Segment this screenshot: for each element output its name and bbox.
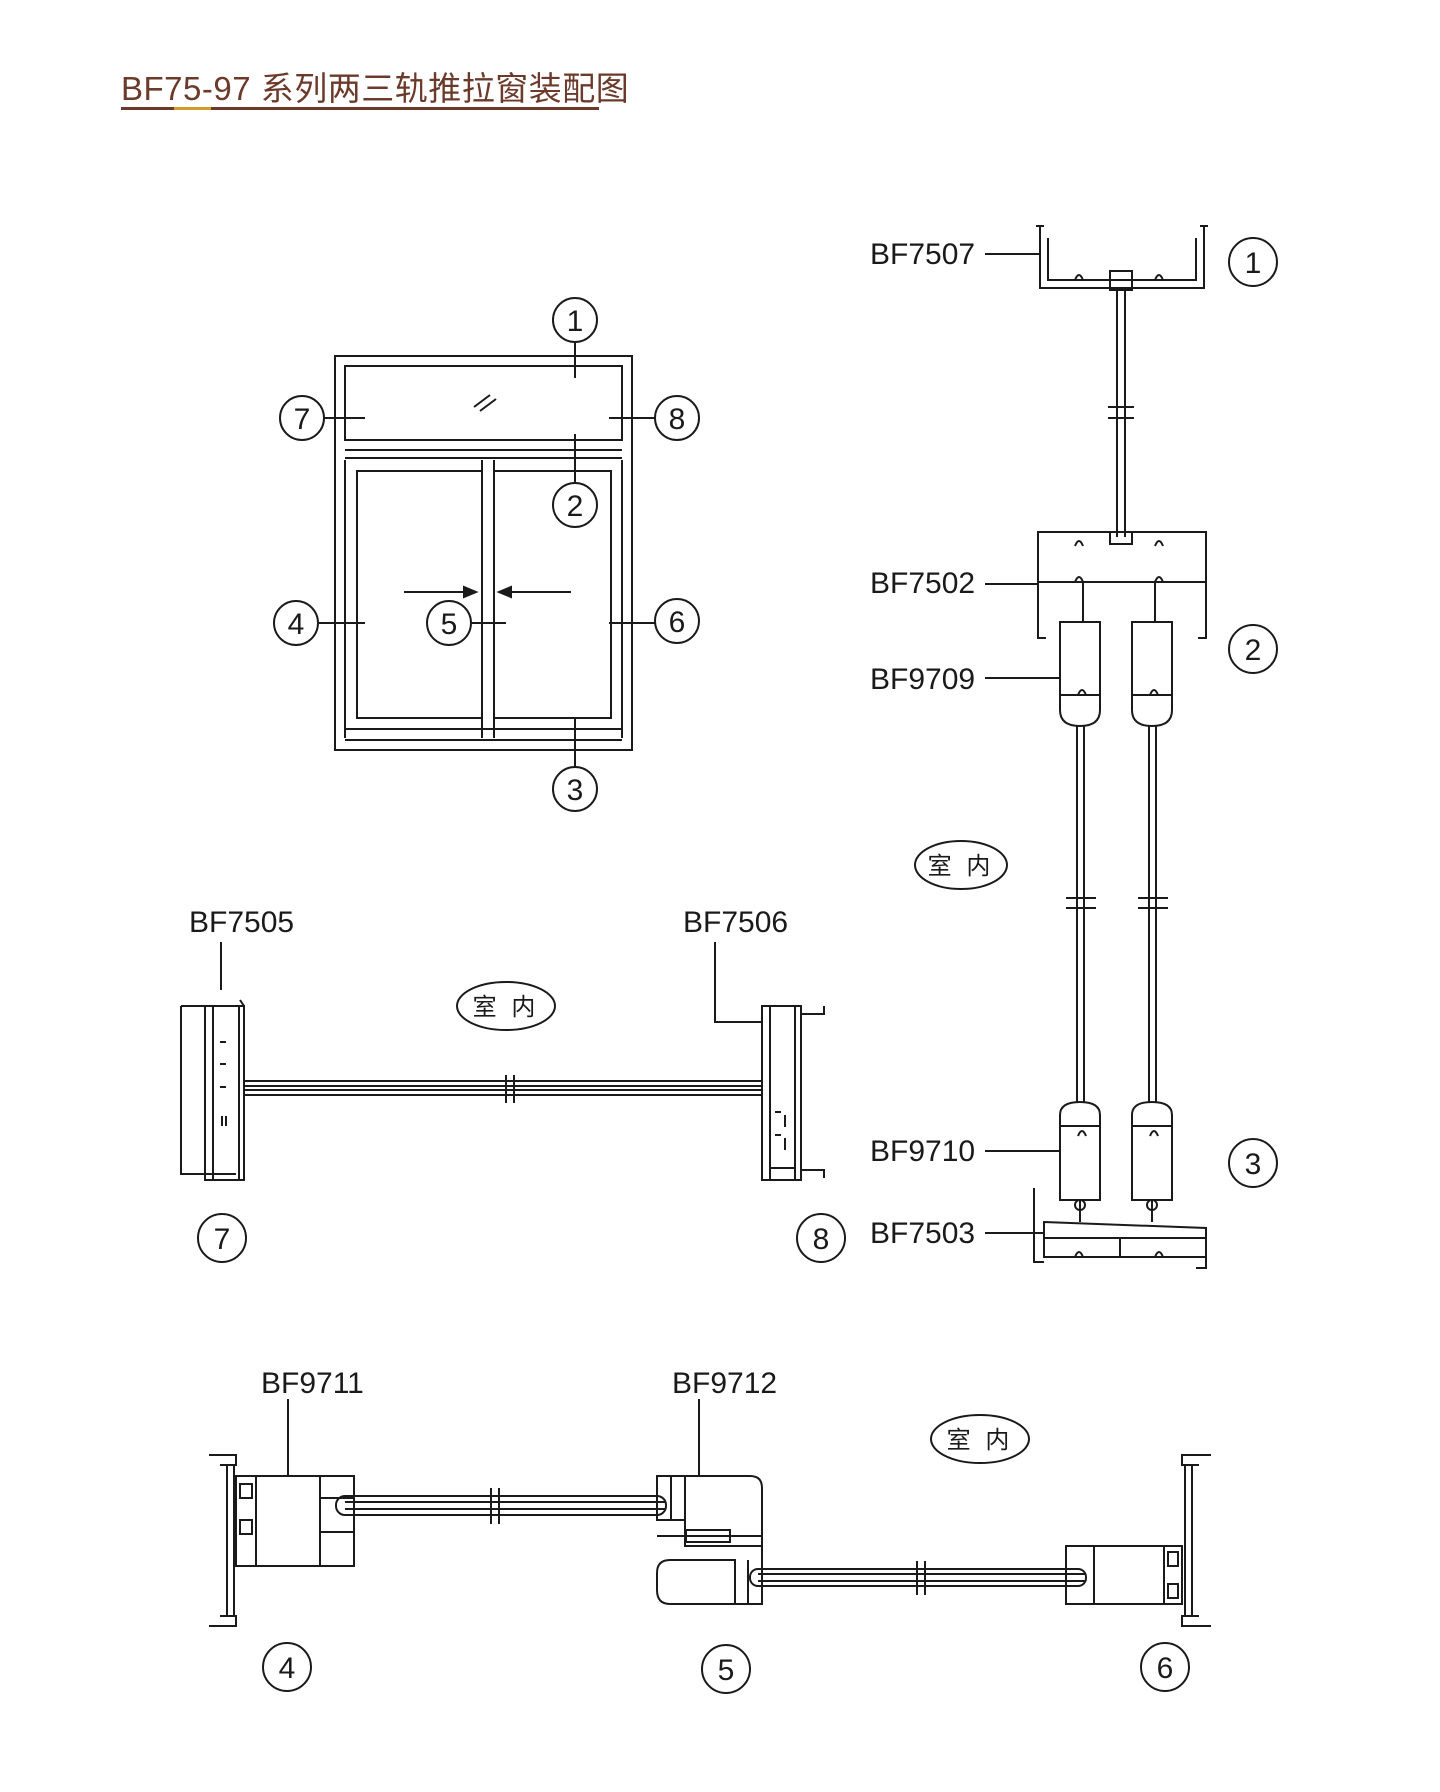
callout-6: 6 bbox=[669, 606, 686, 639]
horizontal-section bbox=[209, 1399, 1211, 1627]
room-label-vertical: 室 内 bbox=[928, 853, 995, 880]
label-bf9709: BF9709 bbox=[870, 663, 975, 696]
transom-sash bbox=[344, 365, 623, 441]
glass-hatch-icon bbox=[473, 394, 491, 408]
callout-5: 5 bbox=[441, 608, 458, 641]
profile-bf7502 bbox=[1037, 531, 1207, 639]
label-bf7502: BF7502 bbox=[870, 567, 975, 600]
profile-bf7503 bbox=[1033, 1188, 1207, 1269]
vertical-glass bbox=[1066, 726, 1168, 1102]
section-callout-8: 8 bbox=[813, 1223, 830, 1256]
section-callout-3: 3 bbox=[1245, 1148, 1262, 1181]
section-callout-6: 6 bbox=[1157, 1652, 1174, 1685]
label-bf9711: BF9711 bbox=[261, 1367, 364, 1400]
room-label-transom: 室 内 bbox=[473, 994, 540, 1021]
callout-4: 4 bbox=[288, 608, 305, 641]
section-callout-4: 4 bbox=[279, 1652, 296, 1685]
callout-1: 1 bbox=[567, 305, 584, 338]
left-jamb bbox=[209, 1454, 237, 1627]
room-label-vertical-oval bbox=[914, 840, 1008, 890]
label-bf7505: BF7505 bbox=[189, 906, 294, 939]
section-callout-5: 5 bbox=[718, 1654, 735, 1687]
title-accent-mark bbox=[174, 107, 211, 110]
page-title: BF75-97 系列两三轨推拉窗装配图 bbox=[121, 70, 630, 107]
label-bf9712: BF9712 bbox=[672, 1367, 777, 1400]
profile-bf9712 bbox=[656, 1475, 763, 1605]
room-label-horizontal-oval bbox=[930, 1414, 1030, 1464]
label-bf7507: BF7507 bbox=[870, 238, 975, 271]
section-callout-2: 2 bbox=[1245, 634, 1262, 667]
profile-bf9710 bbox=[1059, 1100, 1173, 1201]
right-sash-stile bbox=[1065, 1545, 1183, 1605]
label-bf9710: BF9710 bbox=[870, 1135, 975, 1168]
room-label-horizontal: 室 内 bbox=[947, 1427, 1014, 1454]
profile-bf7505 bbox=[180, 999, 245, 1181]
profile-bf7506 bbox=[761, 1005, 825, 1181]
title-underline bbox=[121, 107, 599, 110]
lower-glass bbox=[749, 1561, 1087, 1595]
label-bf7506: BF7506 bbox=[683, 906, 788, 939]
room-label-transom-oval bbox=[456, 981, 556, 1031]
callout-7: 7 bbox=[294, 403, 311, 436]
window-elevation bbox=[319, 339, 655, 767]
upper-glass bbox=[335, 1488, 667, 1524]
profile-bf9709 bbox=[1059, 621, 1173, 728]
transom-section bbox=[180, 942, 825, 1181]
section-callout-7: 7 bbox=[214, 1223, 231, 1256]
outer-frame bbox=[334, 355, 633, 751]
callout-2: 2 bbox=[567, 490, 584, 523]
profile-bf7507 bbox=[1036, 225, 1208, 537]
callout-8: 8 bbox=[669, 403, 686, 436]
section-callout-1: 1 bbox=[1245, 247, 1262, 280]
vertical-section bbox=[914, 225, 1208, 1269]
profile-bf9711 bbox=[235, 1475, 355, 1567]
callout-3: 3 bbox=[567, 774, 584, 807]
label-bf7503: BF7503 bbox=[870, 1217, 975, 1250]
right-jamb bbox=[1181, 1454, 1211, 1627]
transom-glass bbox=[243, 1075, 763, 1103]
